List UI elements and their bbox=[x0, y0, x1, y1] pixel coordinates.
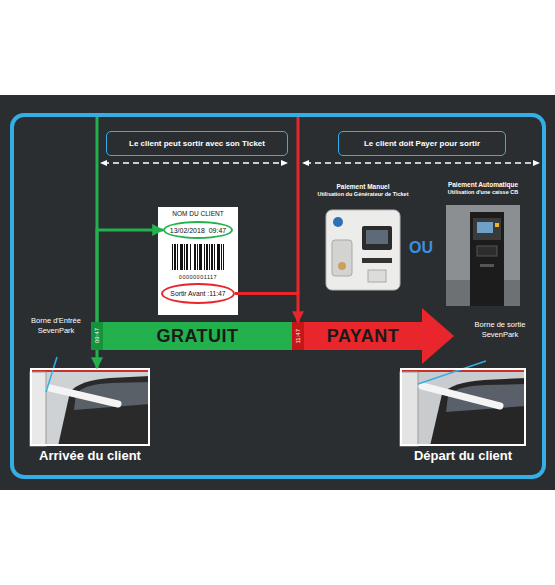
terminal-screen bbox=[362, 226, 392, 250]
payment-terminal: Paiement ManuelUtilisation du Générateur… bbox=[313, 183, 413, 295]
node-text: Le client peut sortir avec son Ticket bbox=[129, 139, 265, 148]
dashed-span bbox=[103, 162, 285, 163]
dashed-span bbox=[305, 162, 537, 163]
driver-arm bbox=[50, 388, 118, 404]
info-box: Le client doit Payer pour sortir bbox=[338, 131, 506, 156]
barcode bbox=[172, 244, 224, 270]
node-text: Sortir Avant :11:47 bbox=[170, 290, 225, 297]
station-light bbox=[495, 223, 499, 227]
node-text: Utilisation d'une caisse CB bbox=[432, 189, 534, 196]
car-door bbox=[58, 376, 150, 446]
exit-photo bbox=[400, 368, 526, 446]
coin-unit bbox=[332, 240, 352, 276]
flow-connector bbox=[97, 230, 163, 322]
dark-panel bbox=[0, 95, 555, 490]
station-pillar bbox=[470, 212, 504, 306]
terminal-body bbox=[326, 210, 400, 290]
automatic-pay-station bbox=[446, 205, 520, 306]
exit-kiosk bbox=[400, 372, 418, 446]
node-text: 13/02/2018 09:47 bbox=[170, 227, 226, 234]
station-panel bbox=[473, 218, 501, 240]
callout-leader bbox=[418, 361, 486, 384]
photo-bg bbox=[400, 368, 526, 446]
or-label: OU bbox=[406, 239, 436, 257]
callout-label: Borne de sortie SevenPark bbox=[468, 320, 532, 340]
ticket-tray bbox=[368, 270, 386, 282]
span-arrowhead bbox=[302, 160, 309, 166]
ticket-slot bbox=[362, 258, 392, 263]
screen-glass bbox=[366, 230, 388, 244]
info-box: Le client peut sortir avec son Ticket bbox=[106, 131, 288, 156]
frame-border bbox=[12, 115, 544, 477]
flow-connector bbox=[96, 350, 99, 368]
station-photo-bg bbox=[446, 205, 520, 306]
entry-photo bbox=[30, 368, 150, 446]
flow-connector bbox=[235, 294, 298, 323]
entry-time-line bbox=[96, 117, 99, 323]
node-text: Le client doit Payer pour sortir bbox=[364, 139, 480, 148]
time-marker: 09:47 bbox=[91, 322, 103, 350]
node-text: NOM DU CLIENT bbox=[158, 210, 238, 217]
exit-time-line bbox=[297, 117, 300, 294]
arrow-shape-fill bbox=[304, 308, 454, 364]
node-text: 11:47 bbox=[295, 329, 301, 344]
span-arrowhead bbox=[533, 160, 540, 166]
exit-deadline-ellipse: Sortir Avant :11:47 bbox=[161, 283, 235, 304]
paid-period-arrow: PAYANT bbox=[304, 306, 456, 366]
span-arrowhead bbox=[281, 160, 288, 166]
free-period-band: GRATUIT bbox=[103, 322, 292, 350]
node-text: Départ du client bbox=[382, 448, 544, 463]
callout-label: Borne d'Entrée SevenPark bbox=[24, 316, 88, 336]
node-text: GRATUIT bbox=[156, 326, 238, 347]
photo-frame: Arrivée du client bbox=[30, 368, 150, 446]
parking-ticket: NOM DU CLIENT 13/02/2018 09:47Sortir Avan… bbox=[158, 207, 238, 315]
time-marker: 11:47 bbox=[292, 322, 304, 350]
card-reader bbox=[477, 246, 497, 256]
entry-kiosk bbox=[30, 372, 46, 446]
node-text: Paiement Manuel bbox=[313, 183, 413, 191]
coin-slot bbox=[338, 262, 346, 270]
station-screen bbox=[477, 222, 493, 233]
node-text: PAYANT bbox=[304, 322, 422, 350]
node-text: Paiement Automatique bbox=[432, 181, 534, 189]
terminal-logo bbox=[333, 217, 343, 227]
photo-bg bbox=[30, 368, 150, 446]
entry-time-ellipse: 13/02/2018 09:47 bbox=[163, 221, 233, 239]
manual-pay-terminal bbox=[326, 210, 400, 290]
photo-frame: Départ du client bbox=[400, 368, 526, 446]
station-slot bbox=[480, 264, 494, 267]
node-text: Arrivée du client bbox=[12, 448, 168, 463]
callout-leader bbox=[46, 357, 57, 392]
span-arrowhead bbox=[100, 160, 107, 166]
node-text: 09:47 bbox=[94, 328, 100, 343]
driver-arm bbox=[422, 386, 500, 406]
node-text: Utilisation du Générateur de Ticket bbox=[313, 191, 413, 198]
payment-terminal: Paiement AutomatiqueUtilisation d'une ca… bbox=[432, 181, 534, 307]
barcode-number: 00000001117 bbox=[158, 274, 238, 280]
